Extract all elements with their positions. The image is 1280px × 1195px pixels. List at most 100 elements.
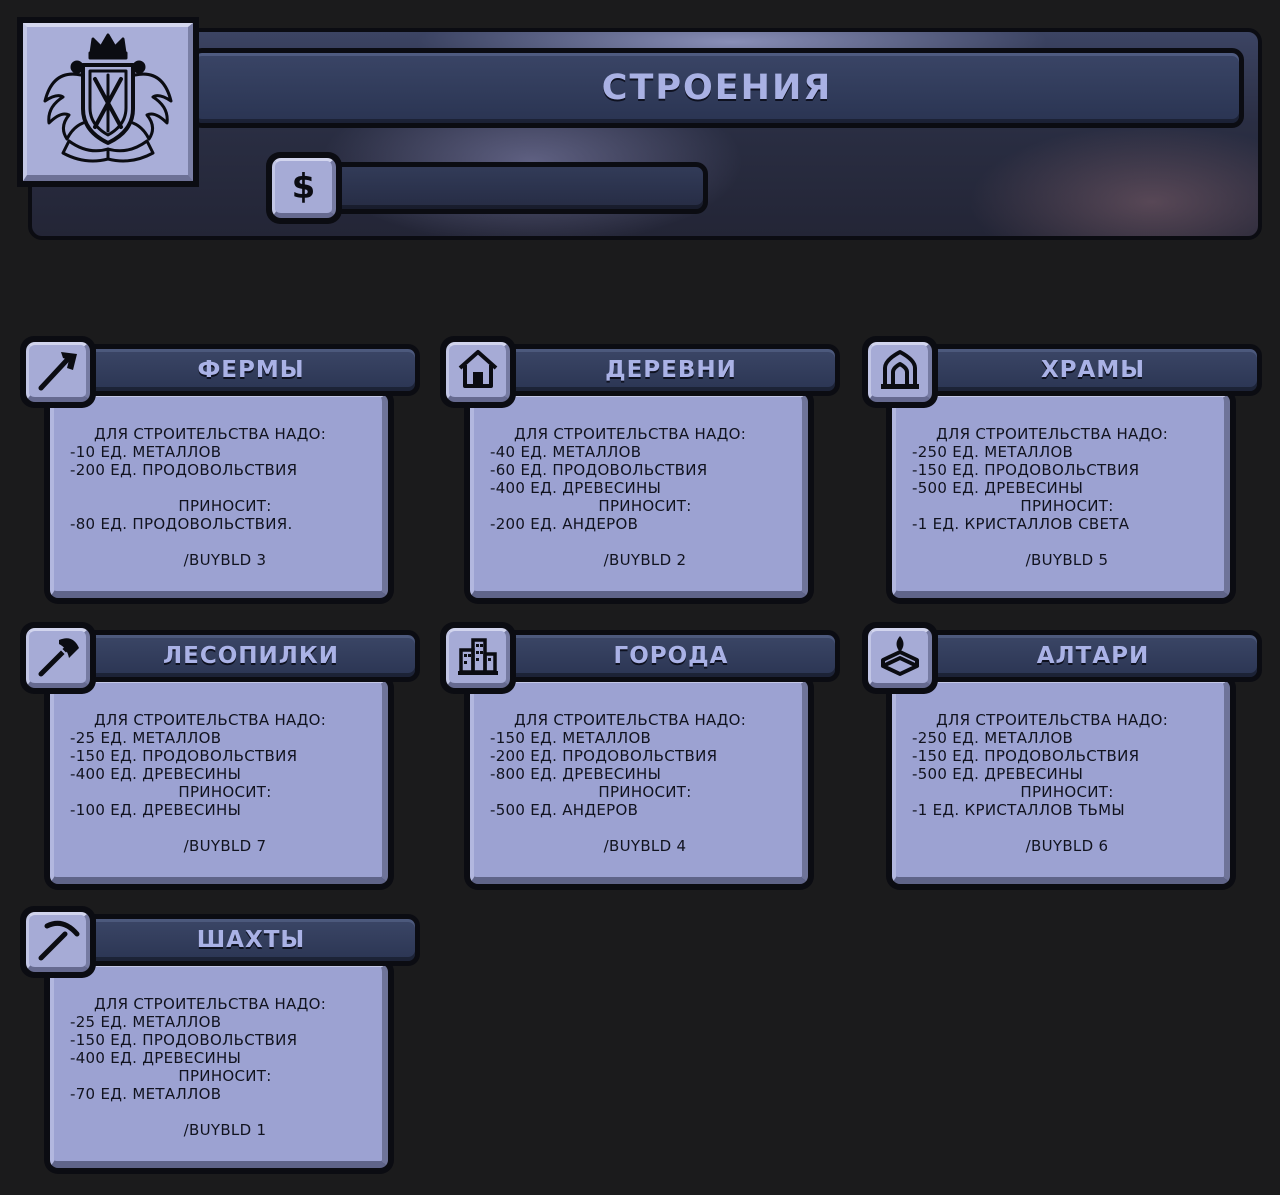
requirements-label: ДЛЯ СТРОИТЕЛЬСТВА НАДО: bbox=[94, 995, 327, 1013]
card-title: ХРАМЫ bbox=[1040, 357, 1146, 383]
card-title: ДЕРЕВНИ bbox=[605, 357, 737, 383]
building-card: ДЛЯ СТРОИТЕЛЬСТВА НАДО: -250 ЕД. МЕТАЛЛО… bbox=[862, 622, 1262, 892]
hoe-icon bbox=[33, 344, 83, 398]
building-card: ДЛЯ СТРОИТЕЛЬСТВА НАДО: -150 ЕД. МЕТАЛЛО… bbox=[440, 622, 840, 892]
requirements-label: ДЛЯ СТРОИТЕЛЬСТВА НАДО: bbox=[514, 425, 747, 443]
cost-line: -250 ЕД. МЕТАЛЛОВ bbox=[912, 443, 1074, 461]
card-text: ДЛЯ СТРОИТЕЛЬСТВА НАДО: -40 ЕД. МЕТАЛЛОВ… bbox=[490, 425, 800, 569]
card-body: ДЛЯ СТРОИТЕЛЬСТВА НАДО: -10 ЕД. МЕТАЛЛОВ… bbox=[44, 388, 394, 604]
cost-line: -25 ЕД. МЕТАЛЛОВ bbox=[70, 1013, 222, 1031]
produces-label: ПРИНОСИТ: bbox=[178, 1067, 272, 1085]
card-body: ДЛЯ СТРОИТЕЛЬСТВА НАДО: -40 ЕД. МЕТАЛЛОВ… bbox=[464, 388, 814, 604]
card-icon-frame bbox=[20, 906, 96, 978]
produces-value: -500 ЕД. АНДЕРОВ bbox=[490, 801, 639, 819]
buy-command: /BUYBLD 3 bbox=[183, 551, 267, 569]
building-card: ДЛЯ СТРОИТЕЛЬСТВА НАДО: -10 ЕД. МЕТАЛЛОВ… bbox=[20, 336, 420, 606]
produces-label: ПРИНОСИТ: bbox=[178, 497, 272, 515]
produces-label: ПРИНОСИТ: bbox=[598, 497, 692, 515]
buy-command: /BUYBLD 4 bbox=[603, 837, 687, 855]
card-title: ШАХТЫ bbox=[196, 927, 306, 953]
produces-value: -100 ЕД. ДРЕВЕСИНЫ bbox=[70, 801, 242, 819]
produces-label: ПРИНОСИТ: bbox=[1020, 497, 1114, 515]
cost-line: -400 ЕД. ДРЕВЕСИНЫ bbox=[70, 1049, 242, 1067]
building-card: ДЛЯ СТРОИТЕЛЬСТВА НАДО: -250 ЕД. МЕТАЛЛО… bbox=[862, 336, 1262, 606]
cost-line: -200 ЕД. ПРОДОВОЛЬСТВИЯ bbox=[70, 461, 298, 479]
building-card: ДЛЯ СТРОИТЕЛЬСТВА НАДО: -25 ЕД. МЕТАЛЛОВ… bbox=[20, 906, 420, 1176]
card-text: ДЛЯ СТРОИТЕЛЬСТВА НАДО: -25 ЕД. МЕТАЛЛОВ… bbox=[70, 711, 380, 855]
card-title: ФЕРМЫ bbox=[197, 357, 305, 383]
produces-value: -1 ЕД. КРИСТАЛЛОВ ТЬМЫ bbox=[912, 801, 1125, 819]
card-text: ДЛЯ СТРОИТЕЛЬСТВА НАДО: -25 ЕД. МЕТАЛЛОВ… bbox=[70, 995, 380, 1139]
money-bar bbox=[320, 162, 708, 214]
dollar-icon: $ bbox=[291, 167, 316, 207]
card-body: ДЛЯ СТРОИТЕЛЬСТВА НАДО: -25 ЕД. МЕТАЛЛОВ… bbox=[44, 674, 394, 890]
house-icon bbox=[455, 346, 501, 396]
cost-line: -150 ЕД. ПРОДОВОЛЬСТВИЯ bbox=[912, 461, 1140, 479]
cost-line: -150 ЕД. ПРОДОВОЛЬСТВИЯ bbox=[70, 1031, 298, 1049]
card-title: АЛТАРИ bbox=[1036, 643, 1150, 669]
cost-line: -200 ЕД. ПРОДОВОЛЬСТВИЯ bbox=[490, 747, 718, 765]
emblem-frame bbox=[17, 17, 199, 187]
card-title-bar: ГОРОДА bbox=[492, 630, 840, 682]
cost-line: -40 ЕД. МЕТАЛЛОВ bbox=[490, 443, 642, 461]
cost-line: -25 ЕД. МЕТАЛЛОВ bbox=[70, 729, 222, 747]
card-title-bar: ШАХТЫ bbox=[72, 914, 420, 966]
axe-icon bbox=[33, 630, 83, 684]
card-title-bar: АЛТАРИ bbox=[914, 630, 1262, 682]
card-icon-frame bbox=[862, 622, 938, 694]
cost-line: -400 ЕД. ДРЕВЕСИНЫ bbox=[70, 765, 242, 783]
building-card: ДЛЯ СТРОИТЕЛЬСТВА НАДО: -25 ЕД. МЕТАЛЛОВ… bbox=[20, 622, 420, 892]
cost-line: -400 ЕД. ДРЕВЕСИНЫ bbox=[490, 479, 662, 497]
city-icon bbox=[455, 632, 501, 682]
produces-value: -80 ЕД. ПРОДОВОЛЬСТВИЯ. bbox=[70, 515, 293, 533]
card-title: ГОРОДА bbox=[613, 643, 729, 669]
card-text: ДЛЯ СТРОИТЕЛЬСТВА НАДО: -250 ЕД. МЕТАЛЛО… bbox=[912, 425, 1222, 569]
card-text: ДЛЯ СТРОИТЕЛЬСТВА НАДО: -10 ЕД. МЕТАЛЛОВ… bbox=[70, 425, 380, 569]
card-title-bar: ДЕРЕВНИ bbox=[492, 344, 840, 396]
buy-command: /BUYBLD 6 bbox=[1025, 837, 1109, 855]
cost-line: -500 ЕД. ДРЕВЕСИНЫ bbox=[912, 765, 1084, 783]
requirements-label: ДЛЯ СТРОИТЕЛЬСТВА НАДО: bbox=[94, 425, 327, 443]
card-body: ДЛЯ СТРОИТЕЛЬСТВА НАДО: -25 ЕД. МЕТАЛЛОВ… bbox=[44, 958, 394, 1174]
buy-command: /BUYBLD 7 bbox=[183, 837, 267, 855]
card-icon-frame bbox=[20, 336, 96, 408]
card-body: ДЛЯ СТРОИТЕЛЬСТВА НАДО: -250 ЕД. МЕТАЛЛО… bbox=[886, 674, 1236, 890]
pickaxe-icon bbox=[33, 914, 83, 968]
page-title: СТРОЕНИЯ bbox=[601, 68, 833, 108]
buy-command: /BUYBLD 1 bbox=[183, 1121, 267, 1139]
card-title-bar: ФЕРМЫ bbox=[72, 344, 420, 396]
cost-line: -800 ЕД. ДРЕВЕСИНЫ bbox=[490, 765, 662, 783]
money-icon-frame: $ bbox=[266, 152, 342, 224]
cost-line: -150 ЕД. МЕТАЛЛОВ bbox=[490, 729, 652, 747]
buy-command: /BUYBLD 5 bbox=[1025, 551, 1109, 569]
requirements-label: ДЛЯ СТРОИТЕЛЬСТВА НАДО: bbox=[94, 711, 327, 729]
card-icon-frame bbox=[440, 622, 516, 694]
requirements-label: ДЛЯ СТРОИТЕЛЬСТВА НАДО: bbox=[514, 711, 747, 729]
cost-line: -60 ЕД. ПРОДОВОЛЬСТВИЯ bbox=[490, 461, 708, 479]
card-title: ЛЕСОПИЛКИ bbox=[163, 643, 339, 669]
altar-icon bbox=[877, 632, 923, 682]
card-title-bar: ЛЕСОПИЛКИ bbox=[72, 630, 420, 682]
coat-of-arms-icon bbox=[43, 33, 172, 163]
cost-line: -150 ЕД. ПРОДОВОЛЬСТВИЯ bbox=[912, 747, 1140, 765]
temple-icon bbox=[877, 346, 923, 396]
produces-value: -70 ЕД. МЕТАЛЛОВ bbox=[70, 1085, 222, 1103]
produces-label: ПРИНОСИТ: bbox=[178, 783, 272, 801]
card-icon-frame bbox=[862, 336, 938, 408]
card-text: ДЛЯ СТРОИТЕЛЬСТВА НАДО: -150 ЕД. МЕТАЛЛО… bbox=[490, 711, 800, 855]
card-body: ДЛЯ СТРОИТЕЛЬСТВА НАДО: -150 ЕД. МЕТАЛЛО… bbox=[464, 674, 814, 890]
card-text: ДЛЯ СТРОИТЕЛЬСТВА НАДО: -250 ЕД. МЕТАЛЛО… bbox=[912, 711, 1222, 855]
requirements-label: ДЛЯ СТРОИТЕЛЬСТВА НАДО: bbox=[936, 711, 1169, 729]
card-icon-frame bbox=[440, 336, 516, 408]
title-bar: СТРОЕНИЯ bbox=[190, 48, 1244, 128]
cost-line: -10 ЕД. МЕТАЛЛОВ bbox=[70, 443, 222, 461]
card-title-bar: ХРАМЫ bbox=[914, 344, 1262, 396]
requirements-label: ДЛЯ СТРОИТЕЛЬСТВА НАДО: bbox=[936, 425, 1169, 443]
card-body: ДЛЯ СТРОИТЕЛЬСТВА НАДО: -250 ЕД. МЕТАЛЛО… bbox=[886, 388, 1236, 604]
cost-line: -500 ЕД. ДРЕВЕСИНЫ bbox=[912, 479, 1084, 497]
buy-command: /BUYBLD 2 bbox=[603, 551, 687, 569]
cost-line: -250 ЕД. МЕТАЛЛОВ bbox=[912, 729, 1074, 747]
produces-value: -1 ЕД. КРИСТАЛЛОВ СВЕТА bbox=[912, 515, 1130, 533]
building-card: ДЛЯ СТРОИТЕЛЬСТВА НАДО: -40 ЕД. МЕТАЛЛОВ… bbox=[440, 336, 840, 606]
produces-label: ПРИНОСИТ: bbox=[1020, 783, 1114, 801]
